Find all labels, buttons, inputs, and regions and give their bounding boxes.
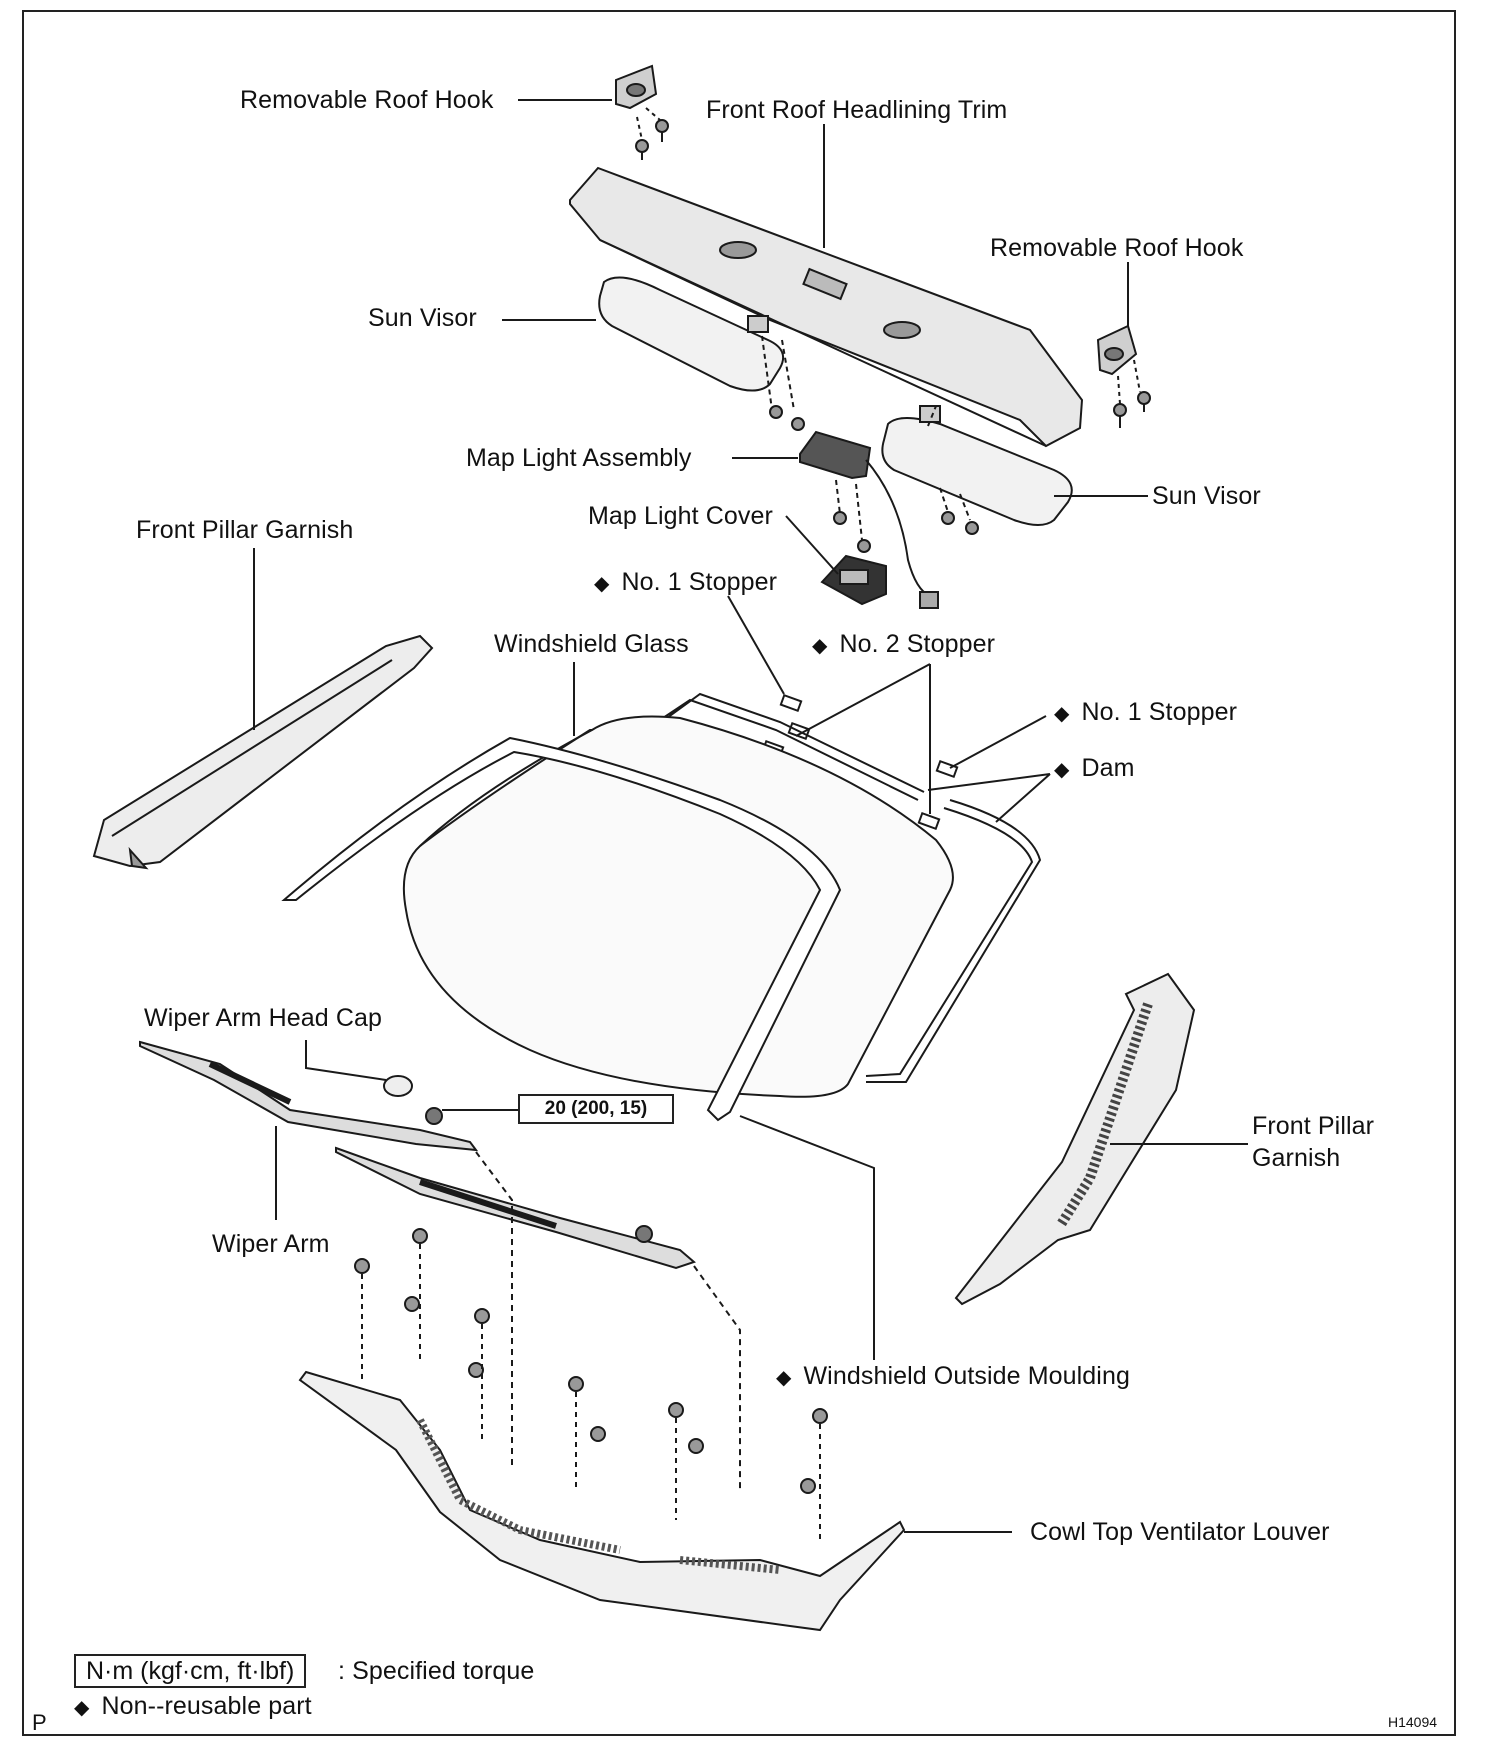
label-front-pillar-garnish-right-2: Garnish: [1252, 1144, 1341, 1172]
legend-torque-unit: N·m (kgf·cm, ft·lbf): [74, 1654, 307, 1688]
label-sun-visor-left: Sun Visor: [368, 304, 477, 332]
label-map-light-cover: Map Light Cover: [588, 502, 773, 530]
wiper-arm-right: [335, 1146, 696, 1270]
windshield-moulding: [281, 736, 842, 1122]
label-map-light-assembly: Map Light Assembly: [466, 444, 692, 472]
leader-dam: [927, 773, 1051, 823]
label-windshield-glass: Windshield Glass: [494, 630, 689, 658]
dam-text: Dam: [1081, 754, 1135, 782]
dashed-wiper-axis: [475, 1151, 741, 1490]
sun-visor-right: [881, 405, 1073, 535]
label-wiper-arm: Wiper Arm: [212, 1230, 330, 1258]
leader-stopper1-right: [949, 715, 1047, 769]
no1-stopper-top-text: No. 1 Stopper: [621, 568, 778, 596]
diagram-frame: [22, 10, 1456, 1736]
nonreusable-diamond: ◆: [776, 1367, 792, 1389]
windshield-glass: [402, 715, 954, 1098]
cowl-bolts: [354, 1228, 828, 1494]
windshield-outside-moulding-text: Windshield Outside Moulding: [803, 1362, 1130, 1390]
nonreusable-diamond: ◆: [812, 635, 828, 657]
legend-nonreusable-text: Non--reusable part: [101, 1692, 312, 1720]
headlining-trim: [569, 166, 1084, 448]
nonreusable-diamond: ◆: [1054, 703, 1070, 725]
label-no2-stopper: ◆ No. 2 Stopper: [812, 632, 995, 657]
label-no1-stopper-right: ◆ No. 1 Stopper: [1054, 700, 1237, 725]
leader-wiper-cap: [305, 1040, 387, 1081]
torque-value-box: 20 (200, 15): [518, 1094, 674, 1124]
figure-code: H14094: [1388, 1714, 1438, 1730]
label-removable-roof-hook-left: Removable Roof Hook: [240, 86, 494, 114]
dam-strip: [647, 692, 1042, 1083]
wiper-arm-head-cap-part: [383, 1075, 653, 1243]
page-letter: P: [32, 1710, 47, 1735]
roof-hook-right: [1096, 324, 1151, 428]
label-cowl-top-ventilator-louver: Cowl Top Ventilator Louver: [1030, 1518, 1330, 1546]
map-light-cover: [820, 554, 887, 606]
front-pillar-garnish-left: [92, 634, 434, 870]
leader-stopper1-top: [727, 595, 785, 695]
label-no1-stopper-top: ◆ No. 1 Stopper: [594, 570, 777, 595]
sun-visor-left: [598, 276, 805, 431]
legend-diamond: ◆: [74, 1697, 90, 1719]
leader-moulding: [739, 1115, 875, 1360]
legend-nonreusable: ◆ Non--reusable part: [74, 1694, 312, 1719]
label-sun-visor-right: Sun Visor: [1152, 482, 1261, 510]
map-light-assembly: [799, 430, 939, 609]
cowl-louver: [298, 1370, 906, 1632]
label-removable-roof-hook-right: Removable Roof Hook: [990, 234, 1244, 262]
label-windshield-outside-moulding: ◆ Windshield Outside Moulding: [776, 1364, 1130, 1389]
leader-map-light-cover: [785, 515, 839, 575]
wiper-arm-left: [139, 1040, 479, 1152]
nonreusable-diamond: ◆: [1054, 759, 1070, 781]
nonreusable-diamond: ◆: [594, 573, 610, 595]
cowl-bolt-dashes: [361, 1244, 821, 1540]
label-front-pillar-garnish-right-1: Front Pillar: [1252, 1112, 1375, 1140]
label-front-roof-headlining-trim: Front Roof Headlining Trim: [706, 96, 1008, 124]
front-pillar-garnish-right: [954, 972, 1196, 1306]
label-front-pillar-garnish-left: Front Pillar Garnish: [136, 516, 354, 544]
label-dam: ◆ Dam: [1054, 756, 1135, 781]
roof-hook-left: [615, 64, 669, 160]
no2-stopper-text: No. 2 Stopper: [839, 630, 996, 658]
legend-torque-desc: : Specified torque: [338, 1657, 535, 1685]
label-wiper-arm-head-cap: Wiper Arm Head Cap: [144, 1004, 382, 1032]
no1-stopper-right-text: No. 1 Stopper: [1081, 698, 1238, 726]
